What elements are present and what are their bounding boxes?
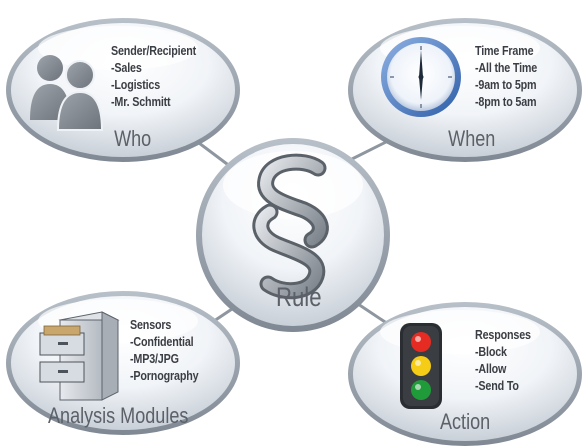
file-cabinet-icon xyxy=(39,311,120,401)
who-item: -Mr. Schmitt xyxy=(111,95,171,109)
clock-icon xyxy=(381,37,461,117)
who-list: Sender/Recipient -Sales -Logistics -Mr. … xyxy=(111,43,196,111)
action-label: Action xyxy=(440,409,491,434)
analysis-label: Analysis Modules xyxy=(48,403,189,428)
when-item: -9am to 5pm xyxy=(475,78,537,92)
when-list: Time Frame -All the Time -9am to 5pm -8p… xyxy=(475,43,537,111)
rule-label: Rule xyxy=(275,282,322,312)
who-item: -Sales xyxy=(111,61,142,75)
people-icon xyxy=(30,55,104,131)
action-item: -Block xyxy=(475,345,507,359)
when-title: Time Frame xyxy=(475,44,534,58)
rule-bubble xyxy=(196,138,390,332)
action-item: -Allow xyxy=(475,362,507,376)
action-list: Responses -Block -Allow -Send To xyxy=(475,327,531,395)
paragraph-icon xyxy=(252,153,329,300)
analysis-title: Sensors xyxy=(130,318,172,332)
when-item: -All the Time xyxy=(475,61,538,75)
when-label: When xyxy=(448,126,496,151)
who-title: Sender/Recipient xyxy=(111,44,197,58)
analysis-item: -Pornography xyxy=(130,369,199,383)
action-item: -Send To xyxy=(475,379,519,393)
analysis-list: Sensors -Confidential -MP3/JPG -Pornogra… xyxy=(130,317,199,385)
analysis-item: -Confidential xyxy=(130,335,194,349)
action-title: Responses xyxy=(475,328,531,342)
who-item: -Logistics xyxy=(111,78,161,92)
when-item: -8pm to 5am xyxy=(475,95,537,109)
traffic-light-icon xyxy=(400,323,442,409)
analysis-item: -MP3/JPG xyxy=(130,352,179,366)
who-label: Who xyxy=(114,126,152,151)
